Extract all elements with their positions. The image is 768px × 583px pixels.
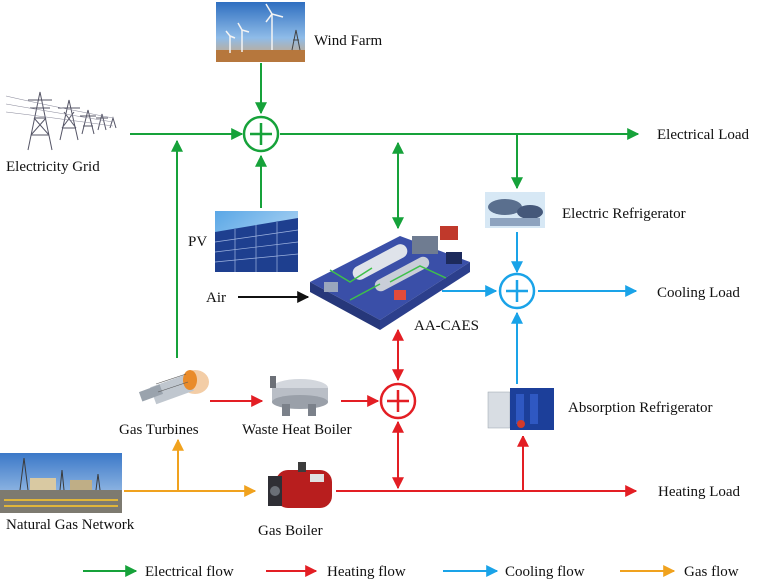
heating-junction: [379, 382, 417, 420]
legend-label: Gas flow: [684, 564, 739, 580]
electricity-grid-label: Electricity Grid: [6, 159, 100, 175]
air-label: Air: [206, 290, 226, 306]
legend: Electrical flow Heating flow Cooling flo…: [83, 564, 739, 580]
electrical-load-label: Electrical Load: [657, 127, 750, 143]
waste-heat-boiler-icon: [265, 376, 338, 416]
waste-heat-boiler-label: Waste Heat Boiler: [242, 422, 352, 438]
electrical-flow-lines: [130, 63, 640, 358]
gas-turbine-icon: [138, 370, 209, 405]
cooling-load-label: Cooling Load: [657, 285, 740, 301]
gas-boiler-label: Gas Boiler: [258, 523, 323, 539]
absorption-refrigerator-label: Absorption Refrigerator: [568, 400, 713, 416]
wind-farm-label: Wind Farm: [314, 33, 382, 49]
gas-flow-lines: [124, 438, 257, 497]
legend-item-electrical: Electrical flow: [83, 564, 234, 580]
wind-farm-icon: [216, 2, 305, 62]
gas-boiler-icon: [262, 462, 334, 514]
heating-load-label: Heating Load: [658, 484, 741, 500]
cooling-flow-lines: [442, 232, 638, 384]
legend-label: Heating flow: [327, 564, 406, 580]
cooling-junction: [498, 272, 536, 310]
compressed-air-storage-icon: [310, 226, 470, 330]
electric-chiller-icon: [485, 192, 545, 228]
legend-item-gas: Gas flow: [620, 564, 739, 580]
electrical-bus-junction: [242, 115, 280, 153]
legend-item-cooling: Cooling flow: [443, 564, 585, 580]
transmission-tower-icon: [5, 91, 117, 151]
legend-label: Electrical flow: [145, 564, 234, 580]
gas-turbines-label: Gas Turbines: [119, 422, 199, 438]
legend-label: Cooling flow: [505, 564, 585, 580]
legend-item-heating: Heating flow: [266, 564, 406, 580]
heating-flow-lines: [210, 328, 638, 497]
solar-panel-icon: [214, 211, 299, 272]
aa-caes-label: AA-CAES: [414, 318, 479, 334]
absorption-chiller-icon: [486, 386, 556, 436]
pv-label: PV: [188, 234, 207, 250]
electric-refrigerator-label: Electric Refrigerator: [562, 206, 686, 222]
gas-plant-icon: [0, 453, 122, 513]
natural-gas-network-label: Natural Gas Network: [6, 517, 135, 533]
